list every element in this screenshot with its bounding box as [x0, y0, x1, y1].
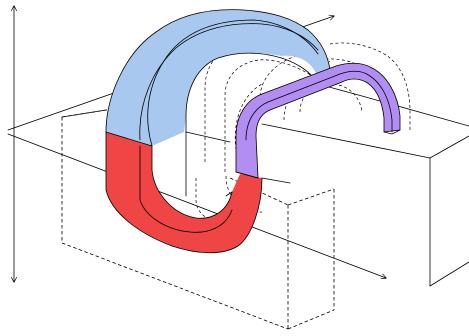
box-hidden-edges [61, 105, 335, 330]
horizontal-axis-lower [7, 133, 386, 278]
box-visible-edges [61, 83, 469, 287]
magnet-north-pole [106, 9, 330, 146]
wire-loop [235, 62, 401, 179]
magnet-south-pole [106, 132, 262, 253]
horseshoe-magnet [105, 9, 331, 254]
